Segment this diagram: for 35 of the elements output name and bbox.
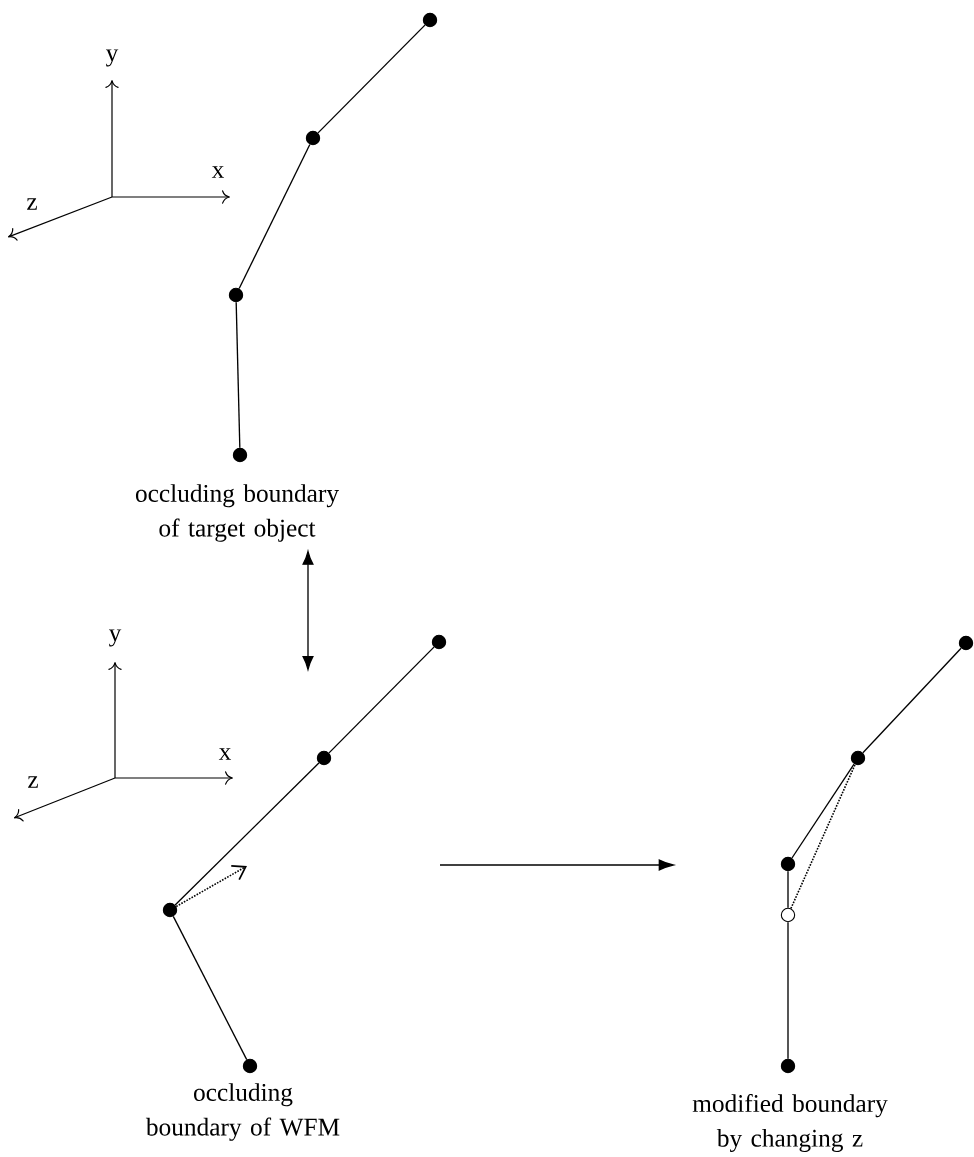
point-marker [780,856,796,872]
double-arrow [302,550,314,670]
connector-line [862,647,962,754]
axis-label: z [28,776,38,788]
point-marker [316,750,332,766]
connector-line [172,915,248,1061]
point-marker [242,1058,258,1074]
connector-line [787,870,789,909]
connector-line [235,301,241,449]
connector-line [787,921,789,1060]
caption: occluding boundary of WFM [145,1083,340,1141]
point-marker [232,447,248,463]
connector-line [174,762,320,906]
point-marker [958,635,974,651]
open-point-marker [780,907,796,923]
dotted-arrow [175,864,247,908]
point-marker [850,750,866,766]
axis-label: y [106,49,119,67]
point-marker [162,902,178,918]
connector-line [328,646,435,754]
point-marker [422,12,438,28]
connector-line [317,24,426,134]
axis-label: y [109,629,122,647]
connector-line [238,143,311,290]
axis-label: z [27,198,37,210]
axis-label: x [218,748,231,760]
dotted-connector-line [790,763,856,910]
axis-label: x [211,166,224,178]
point-marker [431,634,447,650]
point-marker [305,130,321,146]
connector-line [791,763,855,859]
point-marker [228,287,244,303]
caption: modified boundary by changing z [692,1094,888,1152]
point-marker [780,1058,796,1074]
caption: occluding boundary of target object [135,484,339,542]
